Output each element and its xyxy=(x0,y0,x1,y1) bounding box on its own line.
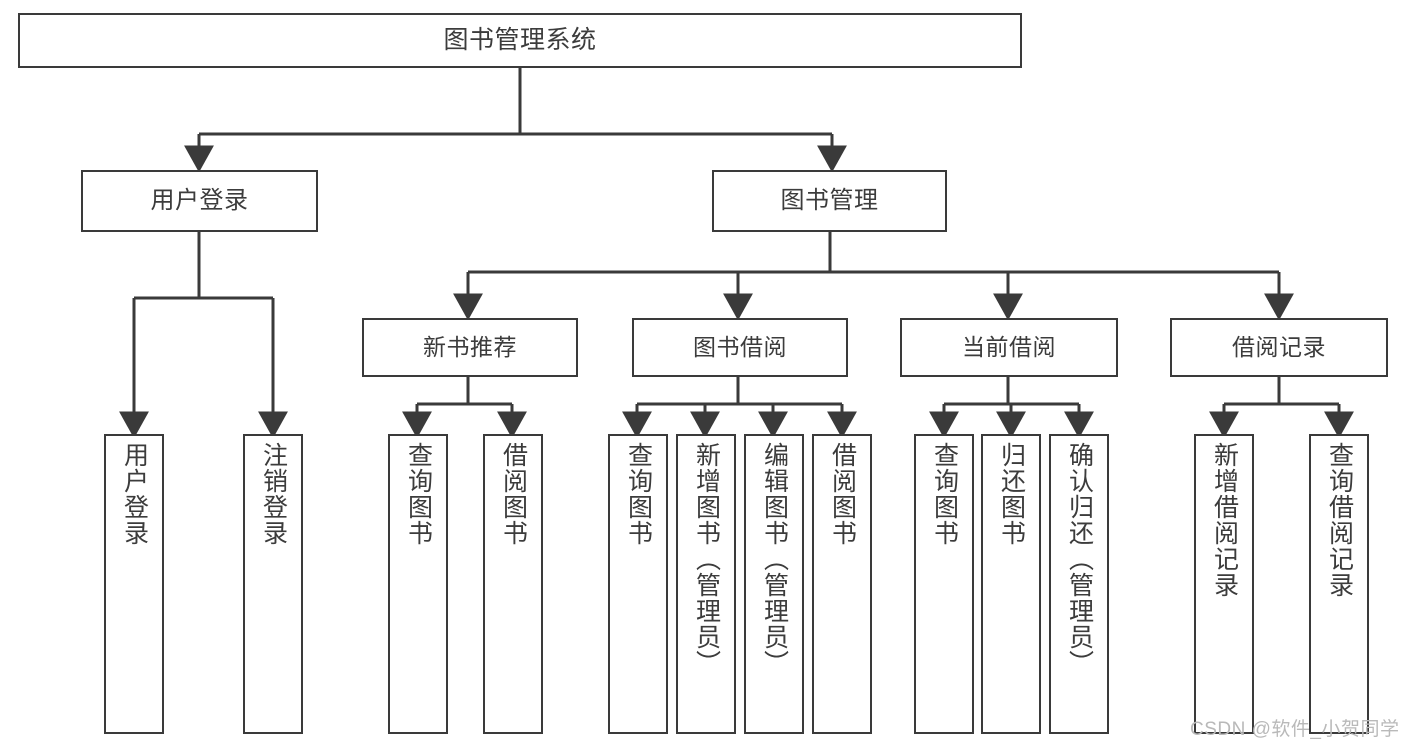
node-label: 用户登录 xyxy=(150,186,249,214)
leaf-user-login-login[interactable]: 用户登录 xyxy=(104,434,164,734)
leaf-borrow-query-book[interactable]: 查询图书 xyxy=(608,434,668,734)
node-borrow-record[interactable]: 借阅记录 xyxy=(1170,318,1388,377)
node-label: 用户登录 xyxy=(120,442,149,546)
node-label: 查询图书 xyxy=(404,442,433,546)
node-label: 借阅图书 xyxy=(828,442,857,546)
node-label: 查询图书 xyxy=(930,442,959,546)
node-label: 图书管理系统 xyxy=(443,25,597,54)
node-label: 归还图书 xyxy=(997,442,1026,546)
node-label: 图书管理 xyxy=(780,186,879,214)
node-book-borrow[interactable]: 图书借阅 xyxy=(632,318,848,377)
node-root-system[interactable]: 图书管理系统 xyxy=(18,13,1022,68)
leaf-borrow-edit-book[interactable]: 编辑图书（管理员） xyxy=(744,434,804,734)
leaf-current-return-book[interactable]: 归还图书 xyxy=(981,434,1041,734)
node-new-book-recommend[interactable]: 新书推荐 xyxy=(362,318,578,377)
leaf-record-query-record[interactable]: 查询借阅记录 xyxy=(1309,434,1369,734)
node-label: 新增借阅记录 xyxy=(1210,442,1239,598)
node-label: 确认归还（管理员） xyxy=(1065,442,1094,676)
node-label: 编辑图书（管理员） xyxy=(760,442,789,676)
leaf-borrow-borrow-book[interactable]: 借阅图书 xyxy=(812,434,872,734)
node-label: 图书借阅 xyxy=(693,333,787,360)
node-label: 新增图书（管理员） xyxy=(692,442,721,676)
node-label: 新书推荐 xyxy=(423,333,517,360)
node-label: 查询借阅记录 xyxy=(1325,442,1354,598)
leaf-user-login-logout[interactable]: 注销登录 xyxy=(243,434,303,734)
leaf-record-add-record[interactable]: 新增借阅记录 xyxy=(1194,434,1254,734)
node-label: 借阅记录 xyxy=(1232,333,1326,360)
node-label: 查询图书 xyxy=(624,442,653,546)
node-label: 借阅图书 xyxy=(499,442,528,546)
node-user-login[interactable]: 用户登录 xyxy=(81,170,318,232)
leaf-borrow-add-book[interactable]: 新增图书（管理员） xyxy=(676,434,736,734)
csdn-watermark: CSDN @软件_小贺同学 xyxy=(1190,719,1400,740)
leaf-current-query-book[interactable]: 查询图书 xyxy=(914,434,974,734)
leaf-recommend-borrow-book[interactable]: 借阅图书 xyxy=(483,434,543,734)
leaf-current-confirm-return[interactable]: 确认归还（管理员） xyxy=(1049,434,1109,734)
leaf-recommend-query-book[interactable]: 查询图书 xyxy=(388,434,448,734)
node-book-management[interactable]: 图书管理 xyxy=(712,170,947,232)
node-label: 注销登录 xyxy=(259,442,288,546)
node-label: 当前借阅 xyxy=(962,333,1056,360)
node-current-borrow[interactable]: 当前借阅 xyxy=(900,318,1118,377)
